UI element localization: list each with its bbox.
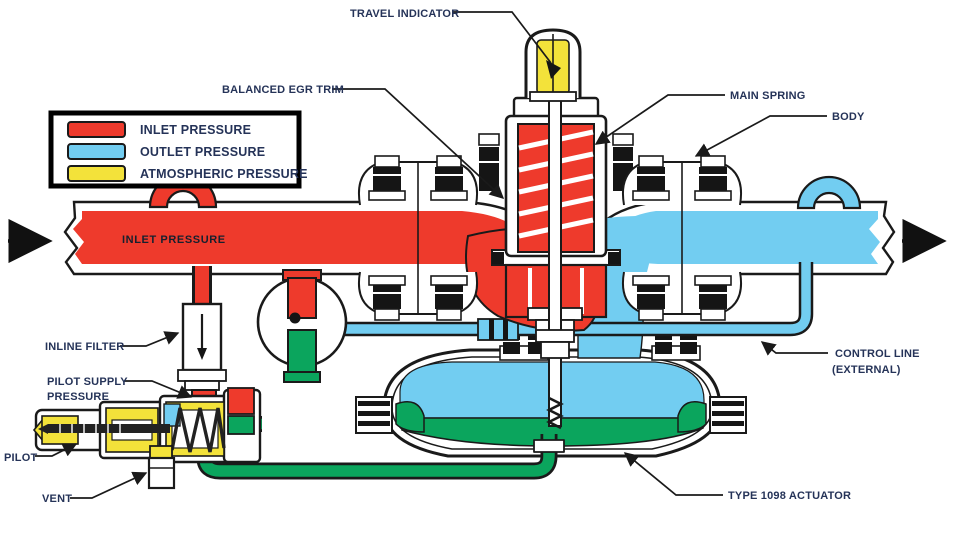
actuator-end-fitting-left [355,396,393,434]
control-line-external [330,262,814,341]
label-body: BODY [832,111,865,123]
legend: INLET PRESSURE OUTLET PRESSURE ATMOSPHER… [48,110,308,189]
flange-right [622,155,742,321]
vent-fitting [147,456,176,490]
legend-item: INLET PRESSURE [67,121,251,138]
label-inline-filter: INLINE FILTER [45,341,124,353]
control-line-fitting [477,318,519,341]
actuator-end-fitting-right [709,396,747,434]
label-balanced-egr-trim: BALANCED EGR TRIM [222,84,344,96]
label-pilot-supply-1: PILOT SUPPLY [47,376,128,388]
flange-left [358,155,478,321]
label-pilot: PILOT [4,452,37,464]
label-control-line-2: (EXTERNAL) [832,364,901,376]
bolt-cluster [632,155,732,201]
legend-label-outlet: OUTLET PRESSURE [140,145,265,159]
label-type-1098-actuator: TYPE 1098 ACTUATOR [728,490,851,502]
pilot-supply-line [177,266,227,413]
legend-label-inlet: INLET PRESSURE [140,123,251,137]
legend-label-atmospheric: ATMOSPHERIC PRESSURE [140,167,308,181]
leader-lines [35,11,828,499]
label-travel-indicator: TRAVEL INDICATOR [350,8,459,20]
travel-pointer [546,60,561,79]
label-inlet-pressure-pipe: INLET PRESSURE [122,234,226,246]
actuator-bolt-cluster [651,334,701,361]
label-control-line-1: CONTROL LINE [835,348,920,360]
label-main-spring: MAIN SPRING [730,90,806,102]
control-line-pickup-loop [796,175,862,210]
control-line-restrictor [256,269,348,383]
bolt-cluster [368,155,468,201]
bolt-cluster [368,275,468,321]
inline-filter-body [177,302,227,391]
legend-item: ATMOSPHERIC PRESSURE [67,165,308,182]
legend-item: OUTLET PRESSURE [67,143,265,160]
label-vent: VENT [42,493,72,505]
label-pilot-supply-2: PRESSURE [47,391,109,403]
bolt-cluster [632,275,732,321]
pilot-assembly [32,387,262,464]
